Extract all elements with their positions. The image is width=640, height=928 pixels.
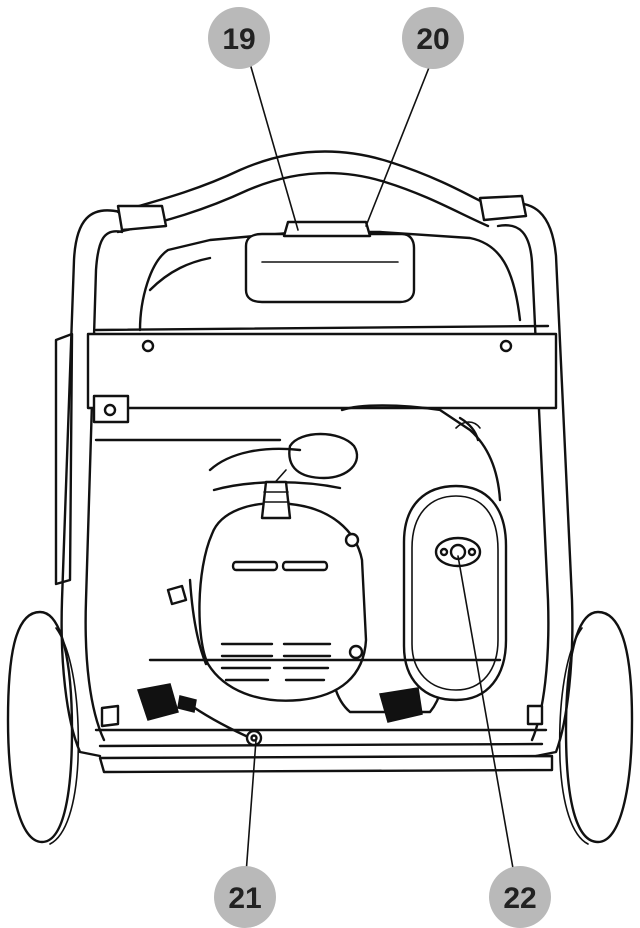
muffler — [402, 484, 508, 702]
callout-21-label: 21 — [228, 882, 261, 915]
alternator-cover — [166, 480, 368, 702]
callout-22: 22 — [489, 866, 551, 928]
base-rail — [94, 658, 554, 774]
callout-19: 19 — [208, 7, 270, 69]
ground-terminal — [177, 695, 263, 747]
frame — [54, 150, 574, 758]
leader-lines — [245, 59, 515, 875]
callout-20-label: 20 — [416, 23, 449, 56]
callout-19-label: 19 — [222, 23, 255, 56]
fuel-tank — [138, 220, 522, 332]
callout-22-label: 22 — [503, 882, 536, 915]
right-wheel — [558, 610, 634, 845]
callout-20-badge — [402, 7, 464, 69]
left-wheel — [6, 610, 80, 845]
callout-21: 21 — [214, 866, 276, 928]
callout-20: 20 — [402, 7, 464, 69]
callout-21-badge — [214, 866, 276, 928]
callout-19-badge — [208, 7, 270, 69]
cross-member — [86, 324, 558, 442]
callout-22-badge — [489, 866, 551, 928]
